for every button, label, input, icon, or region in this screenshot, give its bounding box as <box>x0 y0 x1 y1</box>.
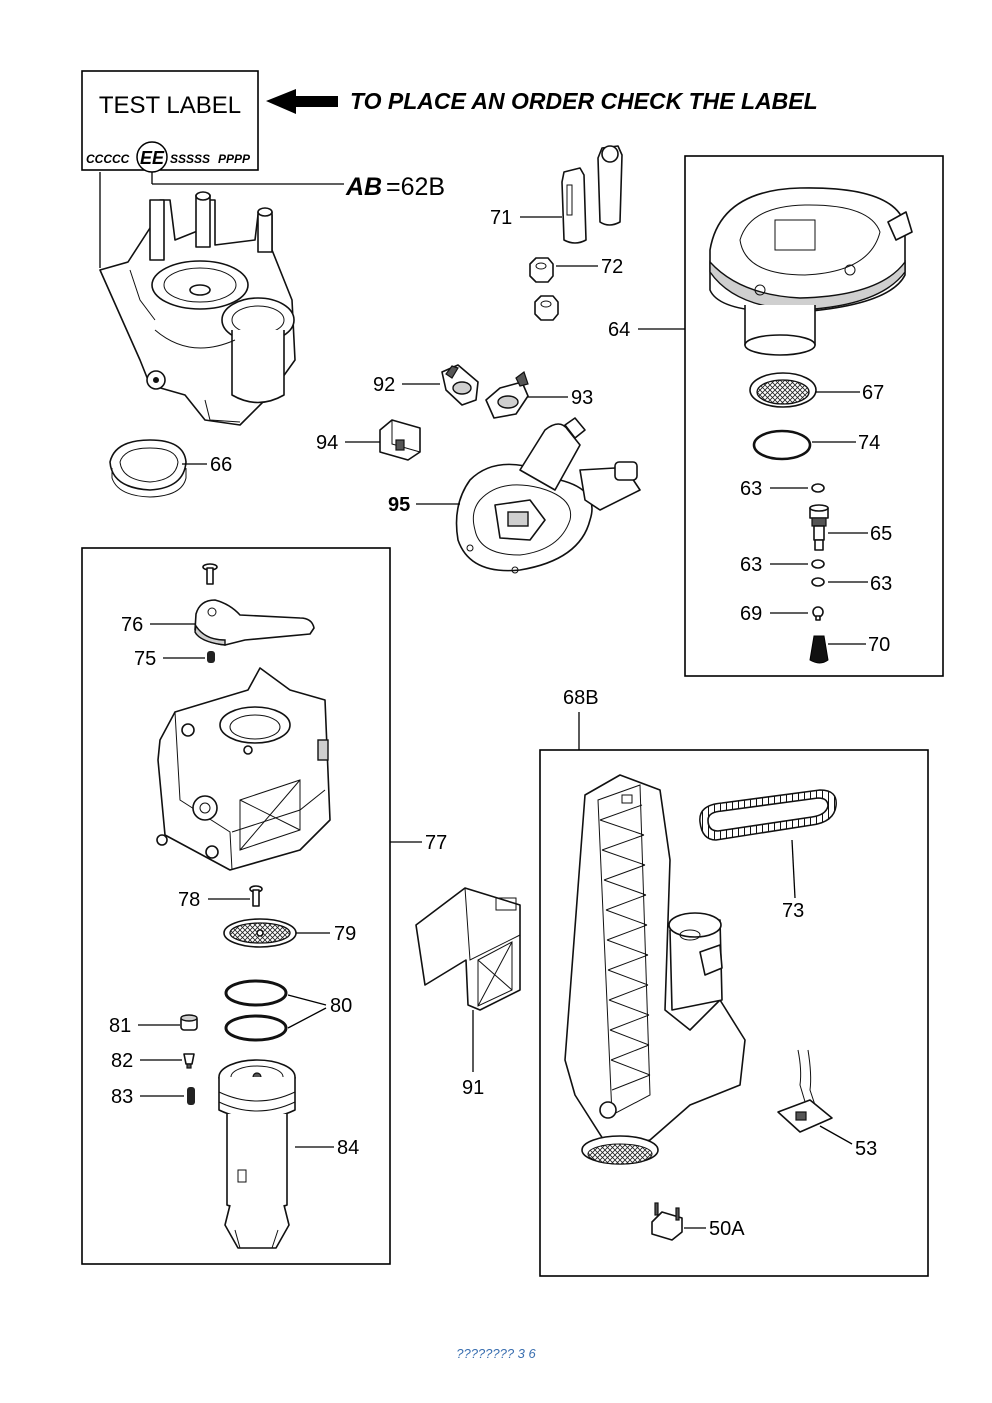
callout-69: 69 <box>740 603 762 625</box>
lever-part-76 <box>194 599 315 646</box>
callout-67: 67 <box>862 382 884 404</box>
callout-78: 78 <box>178 889 200 911</box>
label-code-right: PPPP <box>218 152 251 166</box>
brew-head-part-64 <box>709 187 913 356</box>
bracket-part-91 <box>415 887 521 1011</box>
valve-part-82 <box>183 1053 195 1069</box>
spring-part-70 <box>809 635 829 664</box>
o-ring-part-80-b <box>224 1014 288 1042</box>
callout-82: 82 <box>111 1050 133 1072</box>
callout-70: 70 <box>868 634 890 656</box>
sensor-part-53 <box>777 1049 833 1133</box>
filter-screen-part-67 <box>749 372 817 408</box>
o-ring-part-63 <box>811 483 825 493</box>
callout-94: 94 <box>316 432 338 454</box>
ball-part-69 <box>812 606 824 621</box>
callout-73: 73 <box>782 900 804 922</box>
nut-part-81 <box>180 1014 198 1031</box>
callout-65: 65 <box>870 523 892 545</box>
spring-part-83 <box>187 1087 195 1105</box>
solenoid-part-94 <box>379 419 421 461</box>
order-instruction: TO PLACE AN ORDER CHECK THE LABEL <box>350 88 818 114</box>
frame-group-64 <box>684 155 944 677</box>
connector-part-50a <box>651 1202 683 1241</box>
piston-part-84 <box>218 1059 296 1249</box>
callout-91: 91 <box>462 1077 484 1099</box>
label-code-mid: SSSSS <box>170 152 210 166</box>
filter-screen-part-79 <box>223 918 297 948</box>
callout-77: 77 <box>425 832 447 854</box>
gear-motor-part-68b <box>564 774 746 1165</box>
o-ring-part-63-b <box>811 559 825 569</box>
callout-84: 84 <box>337 1137 359 1159</box>
valve-part-65 <box>809 504 829 551</box>
callout-63-b: 63 <box>740 554 762 576</box>
callout-68b: 68B <box>563 687 599 709</box>
callout-75: 75 <box>134 648 156 670</box>
callout-71: 71 <box>490 207 512 229</box>
callout-93: 93 <box>571 387 593 409</box>
frame-group-68b <box>539 749 929 1277</box>
callout-53: 53 <box>855 1138 877 1160</box>
callout-79: 79 <box>334 923 356 945</box>
callout-95: 95 <box>388 494 410 516</box>
callout-64: 64 <box>608 319 630 341</box>
callout-80: 80 <box>330 995 352 1017</box>
thermostat-part-92 <box>441 364 479 406</box>
frame-group-77 <box>81 547 391 1265</box>
callout-76: 76 <box>121 614 143 636</box>
callout-72: 72 <box>601 256 623 278</box>
gasket-part-66 <box>109 439 187 498</box>
test-label-box: TEST LABEL CCCCC EE SSSSS PPPP <box>81 70 259 173</box>
thermostat-part-93 <box>485 371 529 419</box>
page-footer: ???????? 3 6 <box>456 1346 536 1361</box>
o-ring-part-63-c <box>811 577 825 587</box>
callout-66: 66 <box>210 454 232 476</box>
callout-63-a: 63 <box>740 478 762 500</box>
o-ring-part-74 <box>752 429 812 461</box>
ab-key: AB <box>345 173 382 201</box>
o-ring-part-80-a <box>224 979 288 1007</box>
couplers-part-72 <box>529 257 559 321</box>
heater-part-95 <box>455 417 641 574</box>
drive-belt-part-73 <box>699 789 837 841</box>
test-label-title: TEST LABEL <box>99 92 241 119</box>
callout-83: 83 <box>111 1086 133 1108</box>
callout-81: 81 <box>109 1015 131 1037</box>
left-arrow-icon <box>266 89 338 114</box>
callout-74: 74 <box>858 432 880 454</box>
label-code-left: CCCCC <box>86 152 130 166</box>
callout-63-c: 63 <box>870 573 892 595</box>
screw-part-78 <box>249 885 263 907</box>
ab-value: =62B <box>386 173 445 201</box>
filter-cartridges-part-71 <box>561 145 623 244</box>
brew-unit-part-77 <box>156 667 331 871</box>
callout-50a: 50A <box>709 1218 745 1240</box>
pin-part-75 <box>207 651 215 663</box>
label-code-circle-text: EE <box>140 148 165 168</box>
callout-92: 92 <box>373 374 395 396</box>
boiler-assembly <box>99 191 296 426</box>
screw-part-top <box>202 563 218 585</box>
